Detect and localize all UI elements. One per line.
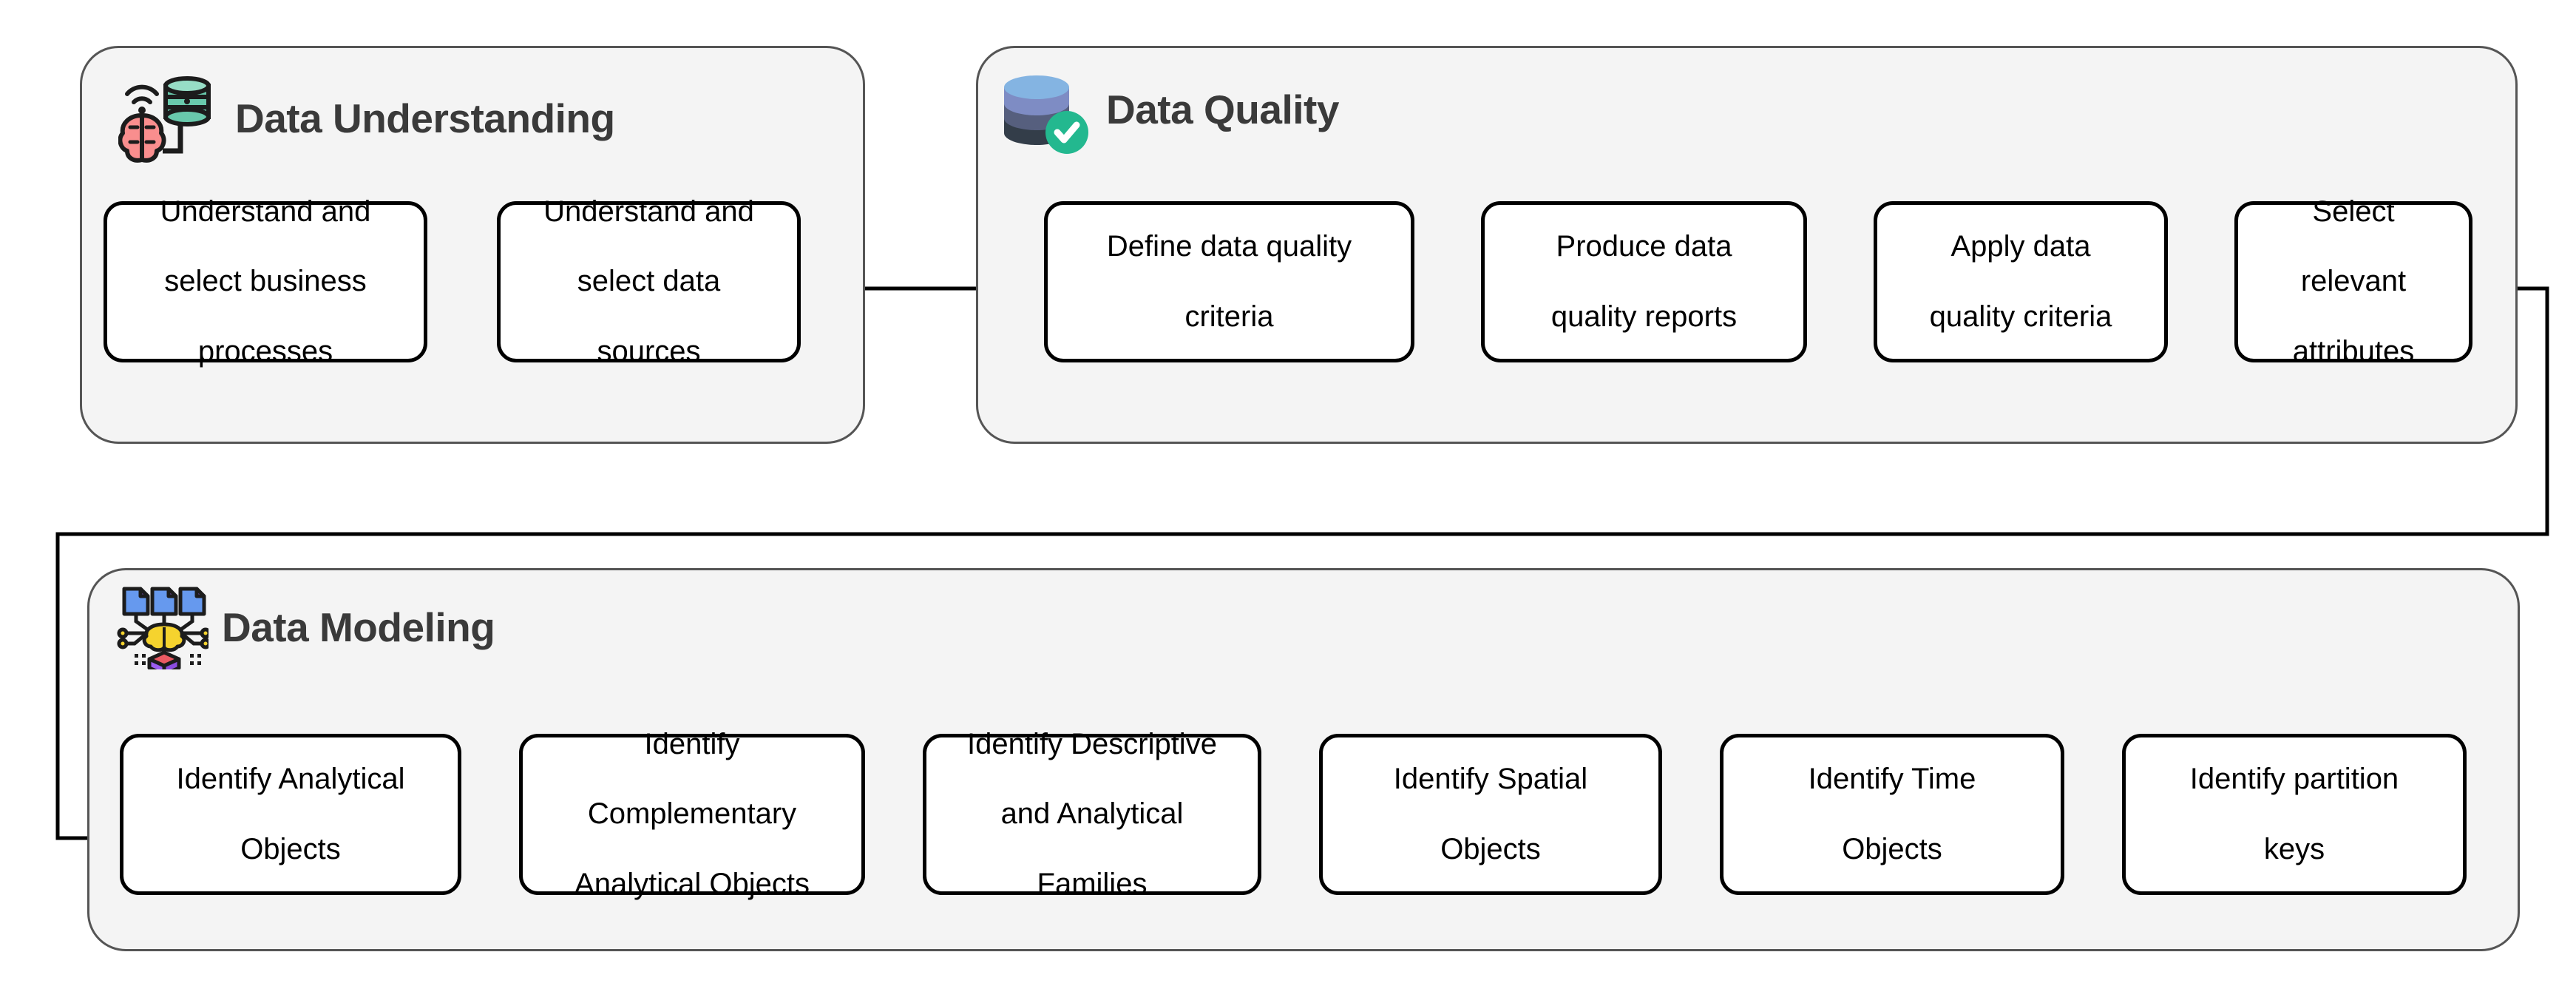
step-label: Identify Descriptive and Analytical Fami… [967,728,1217,900]
step-label: Identify Time Objects [1808,763,1976,865]
step-produce-data-quality-reports[interactable]: Produce data quality reports [1481,201,1807,362]
connector-group2-group3 [55,286,2549,840]
step-identify-complementary-analytical-objects[interactable]: Identify Complementary Analytical Object… [519,728,865,900]
step-identify-descriptive-analytical-families[interactable]: Identify Descriptive and Analytical Fami… [923,728,1261,900]
group-panel-data-modeling [87,568,2520,951]
step-label: Understand and select business processes [160,195,371,368]
step-identify-time-objects[interactable]: Identify Time Objects [1720,734,2064,895]
step-identify-analytical-objects[interactable]: Identify Analytical Objects [120,734,461,895]
database-check-icon [1004,75,1088,154]
step-label: Identify Complementary Analytical Object… [574,728,810,900]
step-label: Produce data quality reports [1550,230,1738,333]
step-define-data-quality-criteria[interactable]: Define data quality criteria [1044,201,1414,362]
step-understand-data-sources[interactable]: Understand and select data sources [497,195,801,368]
step-label: Understand and select data sources [543,195,754,368]
group-title-data-modeling: Data Modeling [222,604,495,650]
step-label: Define data quality criteria [1106,230,1352,333]
step-label: Apply data quality criteria [1929,230,2112,333]
step-select-relevant-attributes[interactable]: Select relevant attributes [2234,195,2472,368]
step-understand-business-processes[interactable]: Understand and select business processes [104,195,427,368]
documents-brain-cube-icon [117,587,209,669]
step-label: Identify partition keys [2189,763,2399,865]
step-label: Identify Spatial Objects [1393,763,1588,865]
group-header-data-understanding: Data Understanding [118,74,615,163]
group-header-data-quality: Data Quality [997,64,1339,155]
step-label: Identify Analytical Objects [176,763,405,865]
step-apply-data-quality-criteria[interactable]: Apply data quality criteria [1874,201,2168,362]
step-identify-spatial-objects[interactable]: Identify Spatial Objects [1319,734,1662,895]
step-label: Select relevant attributes [2292,195,2415,368]
group-title-data-understanding: Data Understanding [235,95,615,141]
group-header-data-modeling: Data Modeling [112,584,495,669]
group-title-data-quality: Data Quality [1106,87,1339,132]
step-identify-partition-keys[interactable]: Identify partition keys [2122,734,2467,895]
brain-database-icon [118,76,211,163]
